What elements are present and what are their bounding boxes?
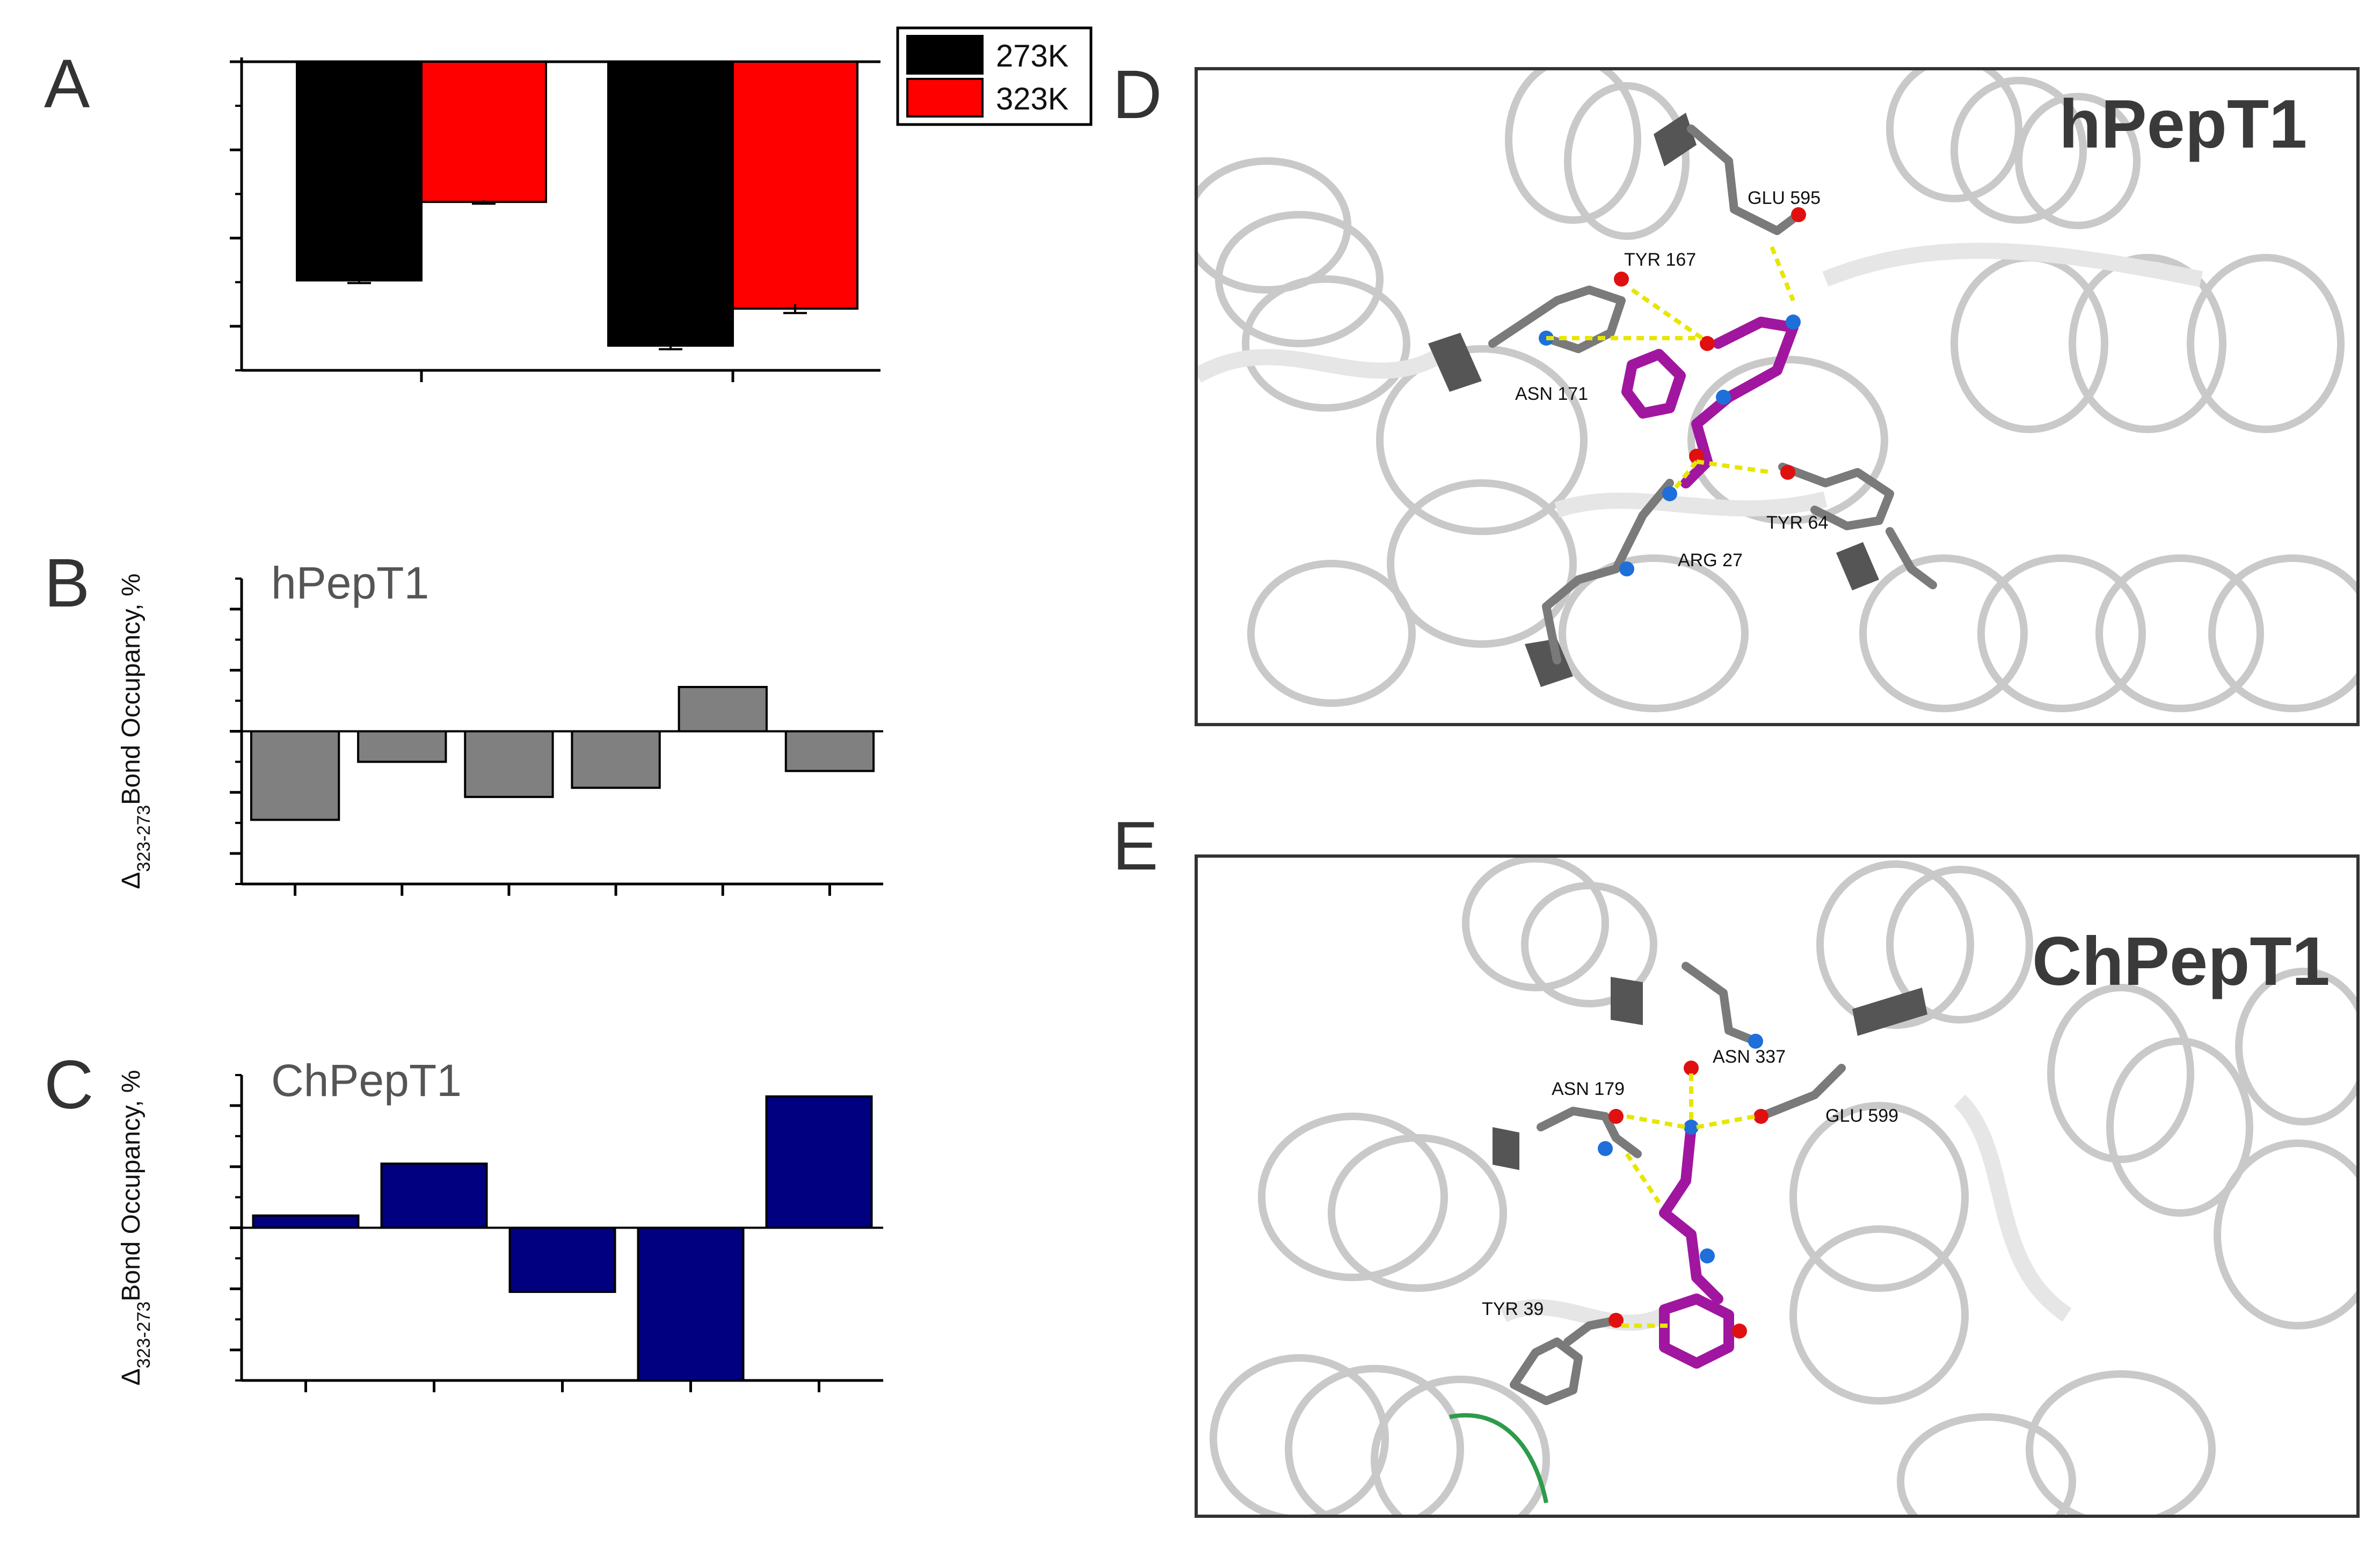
structure-title-e: ChPepT1 xyxy=(2032,923,2330,1000)
panel-d: D xyxy=(1112,56,2360,726)
bar-323K-ChPepT1 xyxy=(732,61,858,310)
bar-273K-ChPepT1 xyxy=(607,61,734,347)
ribbon-helices-d xyxy=(1196,69,2358,712)
structure-title-d: hPepT1 xyxy=(2059,86,2307,163)
y-axis-label-c: Δ323-273Bond Occupancy, % xyxy=(117,1070,154,1385)
ligand-e xyxy=(1659,1122,1734,1369)
bar-A2/E595 xyxy=(357,730,447,763)
y-axis-label-b: Δ323-273Bond Occupancy, % xyxy=(117,573,154,889)
bar-Y167/A2 xyxy=(784,730,875,772)
side-chains-d xyxy=(1488,125,1937,664)
legend-label-323k: 323K xyxy=(996,82,1069,116)
y-axis-label-subscript: 323-273 xyxy=(134,1302,154,1369)
residue-label-tyr39: TYR 39 xyxy=(1482,1299,1544,1319)
residue-label-tyr167: TYR 167 xyxy=(1624,250,1696,270)
panel-letter-e: E xyxy=(1112,808,1158,885)
ribbon-green-outline-e xyxy=(1449,1413,1548,1503)
y-axis-label-rest: Bond Occupancy, % xyxy=(117,573,145,805)
panel-letter-b: B xyxy=(44,545,90,622)
legend-frame xyxy=(896,26,1093,126)
residue-label-asn171: ASN 171 xyxy=(1515,384,1588,404)
residue-label-glu595: GLU 595 xyxy=(1748,188,1821,208)
bar-N179/A2 xyxy=(765,1095,873,1229)
panel-c: C ChPepT1 Δ323-273Bond Occupancy, % xyxy=(44,1047,883,1392)
bar-Y39/F1 xyxy=(252,1214,360,1229)
ribbon-strands-e xyxy=(1500,1094,2072,1331)
chart-c-plot: Δ323-273Bond Occupancy, % xyxy=(117,1070,883,1392)
panel-letter-a: A xyxy=(44,46,90,122)
ligand-d xyxy=(1621,317,1799,488)
hbonds-e xyxy=(1621,1073,1756,1328)
y-axis-label-rest: Bond Occupancy, % xyxy=(117,1070,145,1301)
protein-render-e xyxy=(1196,856,2358,1516)
residue-label-glu599: GLU 599 xyxy=(1825,1106,1898,1126)
protein-render-d xyxy=(1196,69,2358,725)
chart-a-plot xyxy=(230,57,880,382)
residue-label-asn179: ASN 179 xyxy=(1552,1079,1625,1099)
legend-swatch-273k xyxy=(906,35,984,75)
panel-letter-c: C xyxy=(44,1047,93,1123)
bar-A2/E599 xyxy=(637,1226,745,1382)
bar-273K-hPepT1 xyxy=(296,61,423,282)
panel-b: B hPepT1 Δ323-273Bond Occupancy, % xyxy=(44,545,883,896)
panel-heading-b: hPepT1 xyxy=(271,558,429,608)
panel-e-frame xyxy=(1195,854,2360,1518)
chart-a-legend: 273K 323K xyxy=(896,26,1093,126)
bar-A2/N171 xyxy=(464,730,554,798)
side-chains-e xyxy=(1510,962,1846,1405)
y-axis-label-subscript: 323-273 xyxy=(134,805,154,872)
bar-Y64/F1 xyxy=(571,730,661,789)
residue-label-tyr64: TYR 64 xyxy=(1766,513,1828,533)
hbonds-d xyxy=(1546,246,1795,490)
panel-d-frame xyxy=(1195,67,2360,726)
chart-b-plot: Δ323-273Bond Occupancy, % xyxy=(117,573,883,896)
legend-swatch-323k xyxy=(906,78,984,118)
panel-a: A 273K 323K xyxy=(44,26,1093,382)
panel-letter-d: D xyxy=(1112,56,1162,133)
atoms-e xyxy=(1598,1034,1768,1339)
panel-heading-c: ChPepT1 xyxy=(271,1055,462,1106)
y-axis-label-main: Δ xyxy=(117,872,145,889)
y-axis-label-main: Δ xyxy=(117,1369,145,1386)
bar-323K-hPepT1 xyxy=(420,61,547,203)
bar-A2/N337 xyxy=(380,1163,488,1229)
ribbon-dark-segments-d xyxy=(1428,113,1879,687)
ribbon-dark-segments-e xyxy=(1493,977,1927,1170)
ribbon-strands-d xyxy=(1196,243,2203,518)
bar-R27/F1 xyxy=(250,730,340,821)
legend-label-273k: 273K xyxy=(996,39,1069,74)
bar-A2/D298 xyxy=(678,685,768,733)
bar-A2/N179 xyxy=(508,1226,616,1293)
panel-e: E xyxy=(1112,808,2360,1518)
ribbon-helices-e xyxy=(1210,856,2358,1516)
residue-label-asn337: ASN 337 xyxy=(1713,1047,1786,1067)
residue-label-arg27: ARG 27 xyxy=(1678,550,1743,571)
